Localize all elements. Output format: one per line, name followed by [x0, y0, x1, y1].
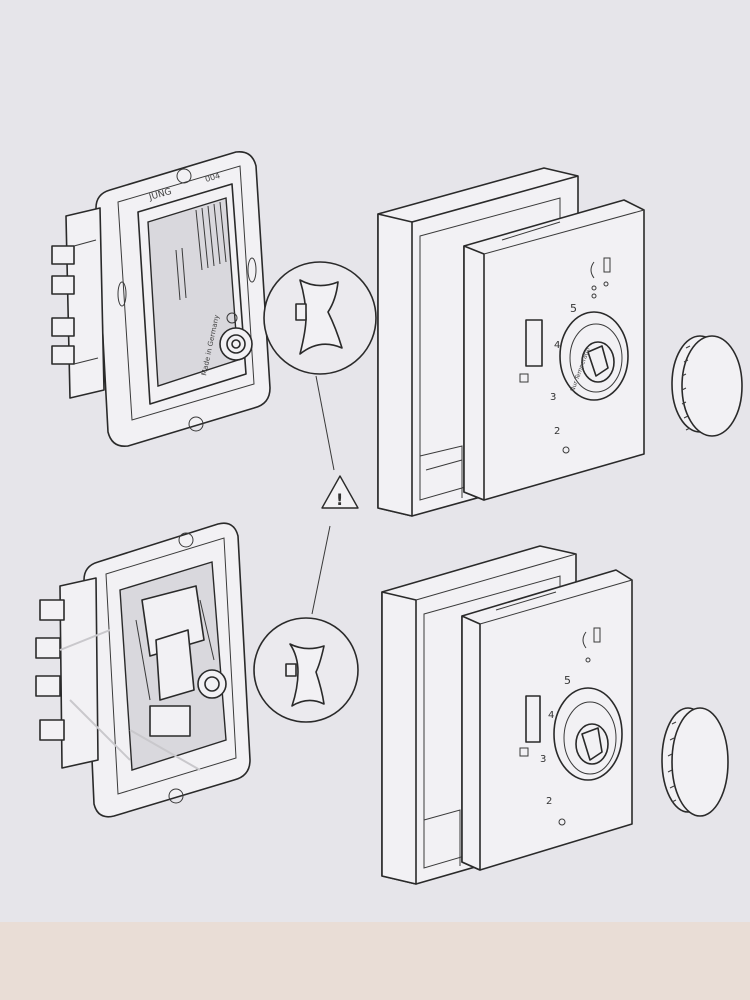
- bottom-dial-mark-2: 2: [546, 796, 552, 807]
- warning-callout: !: [311, 375, 359, 615]
- bottom-dial-mark-3: 3: [540, 754, 546, 765]
- top-rotary-knob: [671, 335, 743, 437]
- floor-strip: [0, 922, 750, 1000]
- bottom-cover-assembly: 5 4 3 2: [381, 545, 633, 885]
- bottom-detail-circle: [253, 617, 359, 723]
- bottom-dial-mark-5: 5: [564, 674, 571, 687]
- top-cover-assembly: 5 4 3 2 Nur Temperatur: [377, 167, 645, 517]
- bottom-dial-mark-4: 4: [548, 710, 554, 721]
- warning-icon: !: [336, 490, 343, 509]
- dial-mark-2: 2: [554, 426, 560, 437]
- dial-mark-4: 4: [554, 340, 560, 351]
- top-detail-circle: [263, 261, 377, 375]
- code-label: 004: [204, 171, 221, 184]
- dial-mark-3: 3: [550, 392, 556, 403]
- top-insert-mechanism: JUNG 004 Made in Germany: [51, 150, 271, 448]
- bottom-rotary-knob: [661, 707, 729, 817]
- bottom-insert-mechanism: [35, 522, 251, 818]
- dial-mark-5: 5: [570, 302, 577, 315]
